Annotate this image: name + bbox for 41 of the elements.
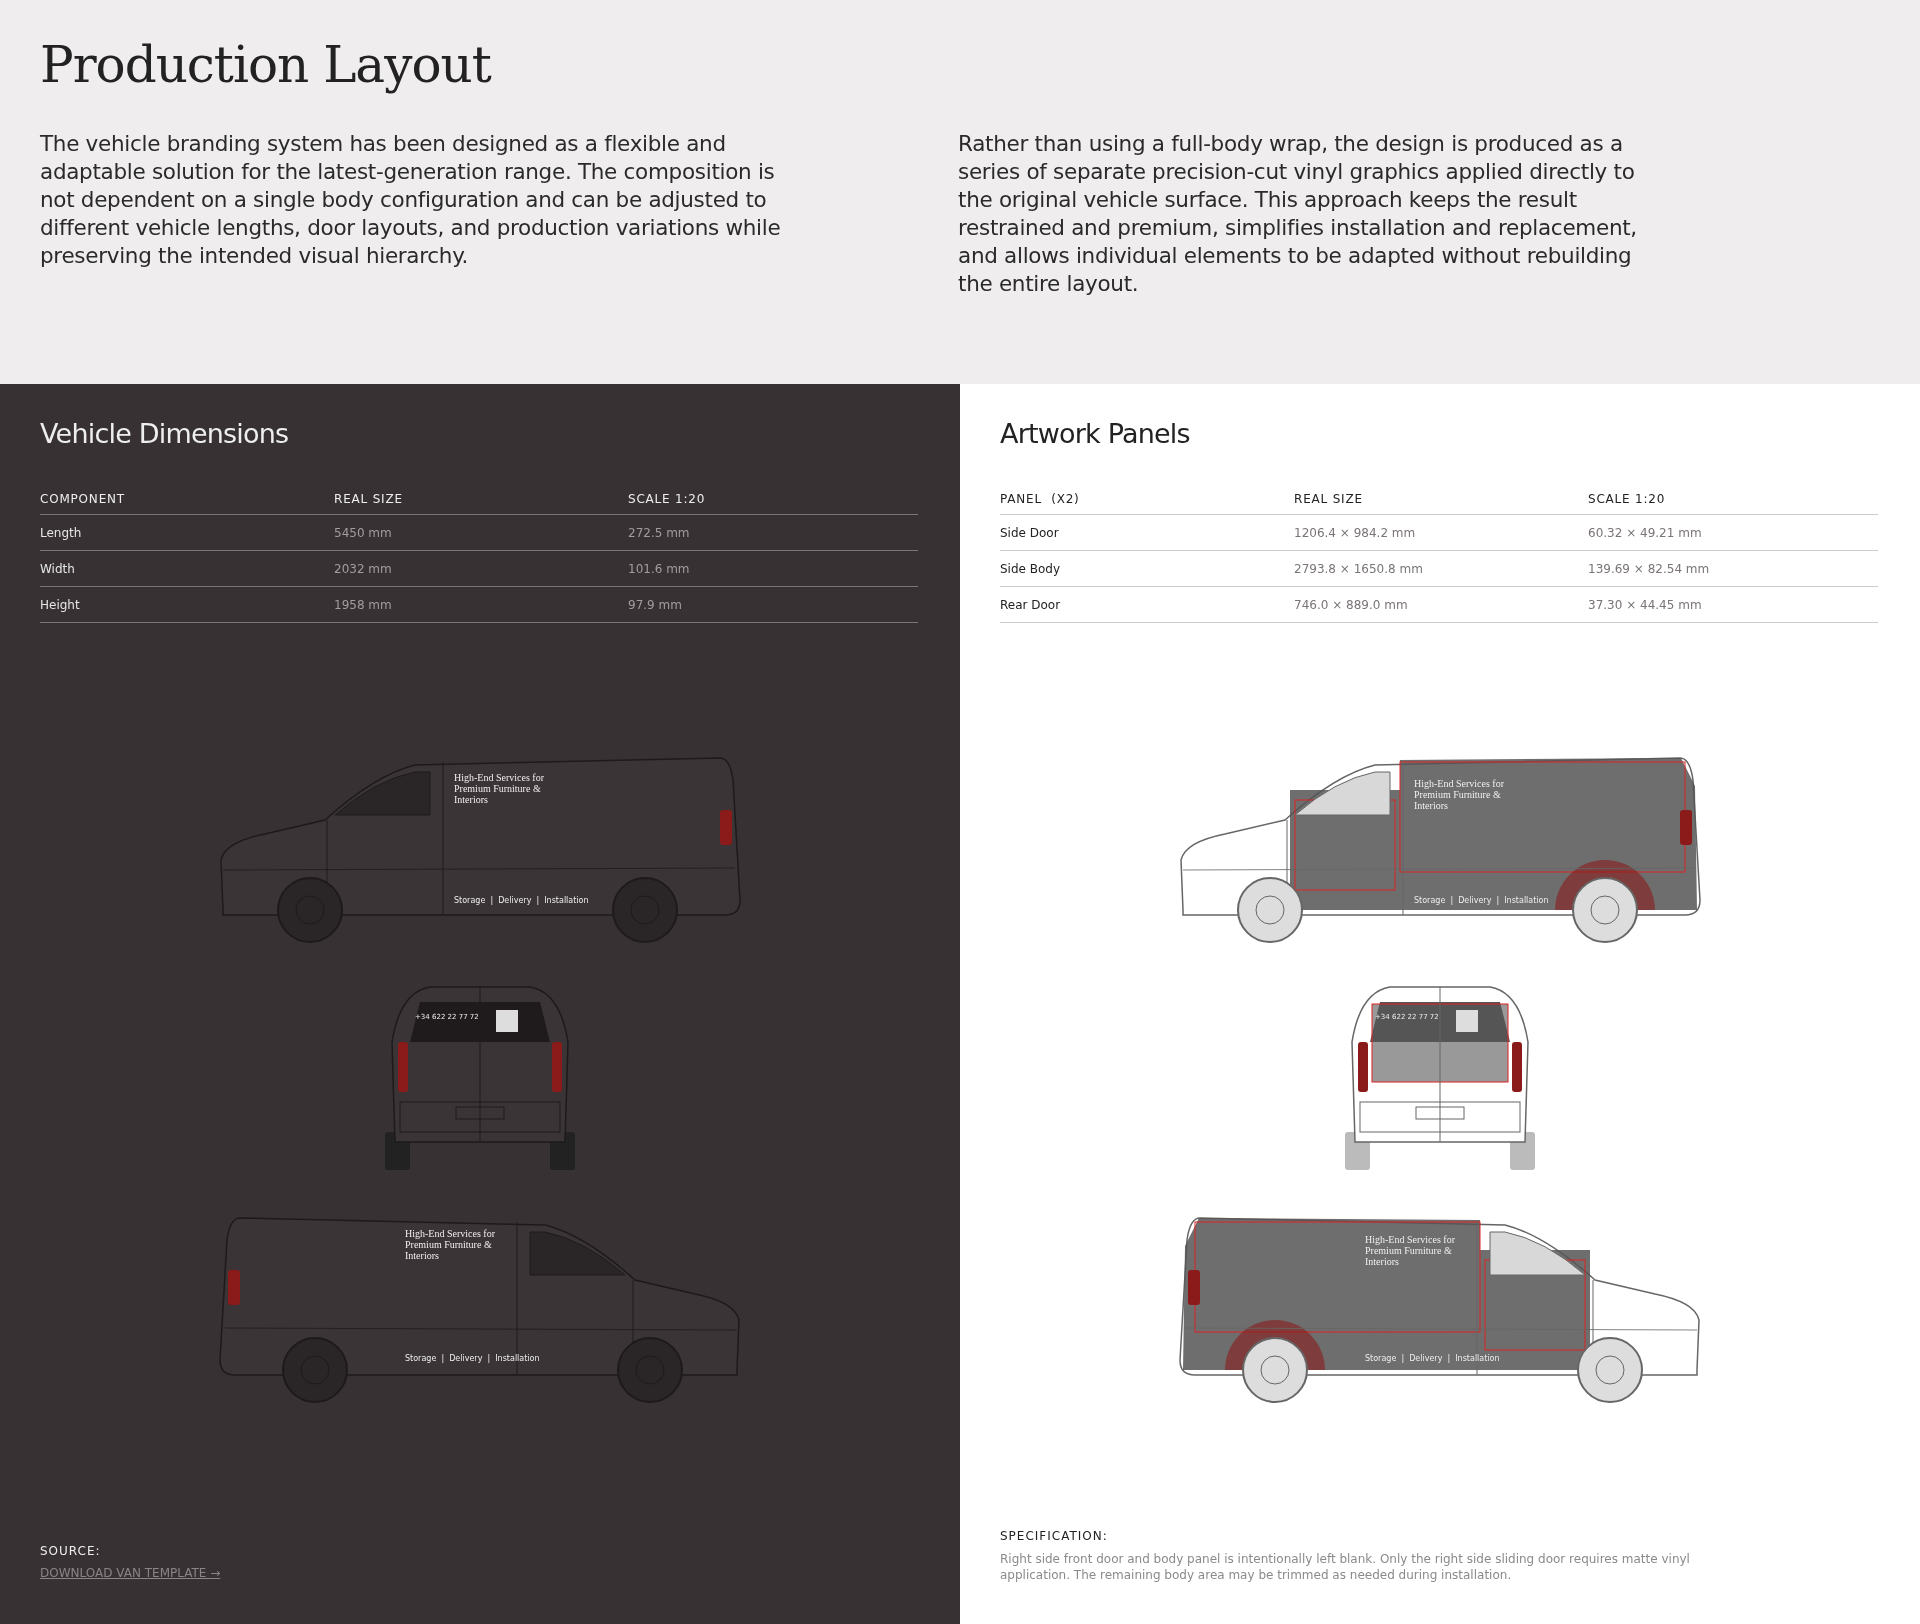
table-cell: 37.30 × 44.45 mm	[1588, 598, 1702, 612]
service-list: Storage | Delivery | Installation	[405, 1354, 540, 1363]
intro-paragraph: Rather than using a full-body wrap, the design is produced as a series of separate precision-cut vinyl graphics applied directly to the original vehicle surface. This approach keeps the result restrained and premium, simplifies installation and replacement, and allows individual elements to be adapted without rebuilding the entire layout.	[958, 130, 1638, 298]
table-cell: 101.6 mm	[628, 562, 690, 576]
table-cell: 272.5 mm	[628, 526, 690, 540]
livery-tagline: High-End Services for Premium Furniture & Interiors	[1365, 1234, 1456, 1267]
spec-note: Right side front door and body panel is intentionally left blank. Only the right side sliding door requires matte vinyl application. The remaining body area may be trimmed as needed during installation.	[1000, 1551, 1691, 1583]
table-cell: 5450 mm	[334, 526, 392, 540]
table-cell: 97.9 mm	[628, 598, 682, 612]
column-header: REAL SIZE	[334, 492, 403, 506]
column-header: SCALE 1:20	[1588, 492, 1666, 506]
section-heading: Vehicle Dimensions	[40, 418, 290, 449]
table-cell: Width	[40, 562, 75, 576]
livery-tagline: High-End Services for Premium Furniture & Interiors	[405, 1228, 496, 1261]
service-list: Storage | Delivery | Installation	[1365, 1354, 1500, 1363]
column-header: REAL SIZE	[1294, 492, 1363, 506]
column-header: PANEL (X2)	[1000, 492, 1080, 506]
download-link: DOWNLOAD VAN TEMPLATE →	[40, 1566, 221, 1580]
livery-tagline: High-End Services for Premium Furniture & Interiors	[1414, 778, 1505, 811]
table-cell: 139.69 × 82.54 mm	[1588, 562, 1710, 576]
table-cell: 2793.8 × 1650.8 mm	[1294, 562, 1423, 576]
column-header: COMPONENT	[40, 492, 125, 506]
table-cell: Side Body	[1000, 562, 1061, 576]
service-list: Storage | Delivery | Installation	[454, 896, 589, 905]
table-cell: 746.0 × 889.0 mm	[1294, 598, 1408, 612]
table-cell: Length	[40, 526, 82, 540]
table-cell: 2032 mm	[334, 562, 392, 576]
table-cell: Side Door	[1000, 526, 1059, 540]
table-cell: 1958 mm	[334, 598, 392, 612]
intro-paragraph: The vehicle branding system has been designed as a flexible and adaptable solution for the latest-generation range. The composition is not dependent on a single body configuration and can be adjusted to different vehicle lengths, door layouts, and production variations while preserving the intended visual hierarchy.	[40, 130, 782, 270]
table-cell: Rear Door	[1000, 598, 1061, 612]
spec-label: SPECIFICATION:	[1000, 1529, 1109, 1543]
service-list: Storage | Delivery | Installation	[1414, 896, 1549, 905]
livery-tagline: High-End Services for Premium Furniture & Interiors	[454, 772, 545, 805]
table-cell: 60.32 × 49.21 mm	[1588, 526, 1702, 540]
page-title: Production Layout	[40, 36, 491, 94]
column-header: SCALE 1:20	[628, 492, 706, 506]
table-cell: Height	[40, 598, 80, 612]
section-heading: Artwork Panels	[1000, 418, 1191, 449]
source-label: SOURCE:	[40, 1544, 102, 1558]
table-cell: 1206.4 × 984.2 mm	[1294, 526, 1416, 540]
